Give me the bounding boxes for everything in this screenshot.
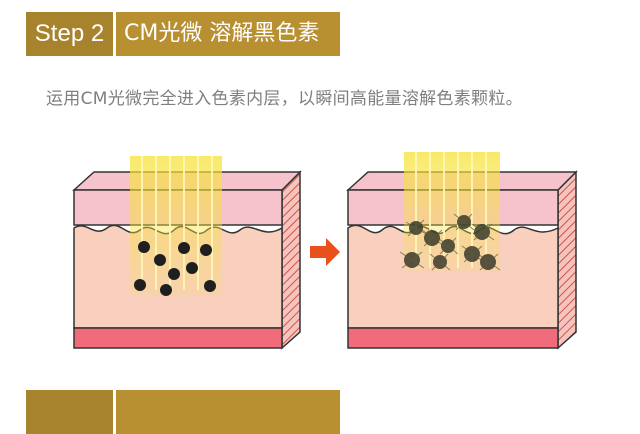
step2-tag: Step 2 xyxy=(26,12,113,56)
skin-diagram xyxy=(72,152,578,350)
step3-title xyxy=(116,390,340,434)
step2-description: 运用CM光微完全进入色素内层，以瞬间高能量溶解色素颗粒。 xyxy=(46,89,523,109)
step3-header xyxy=(26,390,340,434)
step2-header: Step 2 CM光微 溶解黑色素 xyxy=(26,12,340,56)
pigment-granules xyxy=(134,241,216,296)
dissolved-pigment xyxy=(399,213,501,271)
skin-before xyxy=(72,156,302,350)
step3-tag xyxy=(26,390,113,434)
skin-after xyxy=(346,152,578,350)
arrow-right-icon xyxy=(310,238,340,266)
step2-title: CM光微 溶解黑色素 xyxy=(116,12,340,56)
